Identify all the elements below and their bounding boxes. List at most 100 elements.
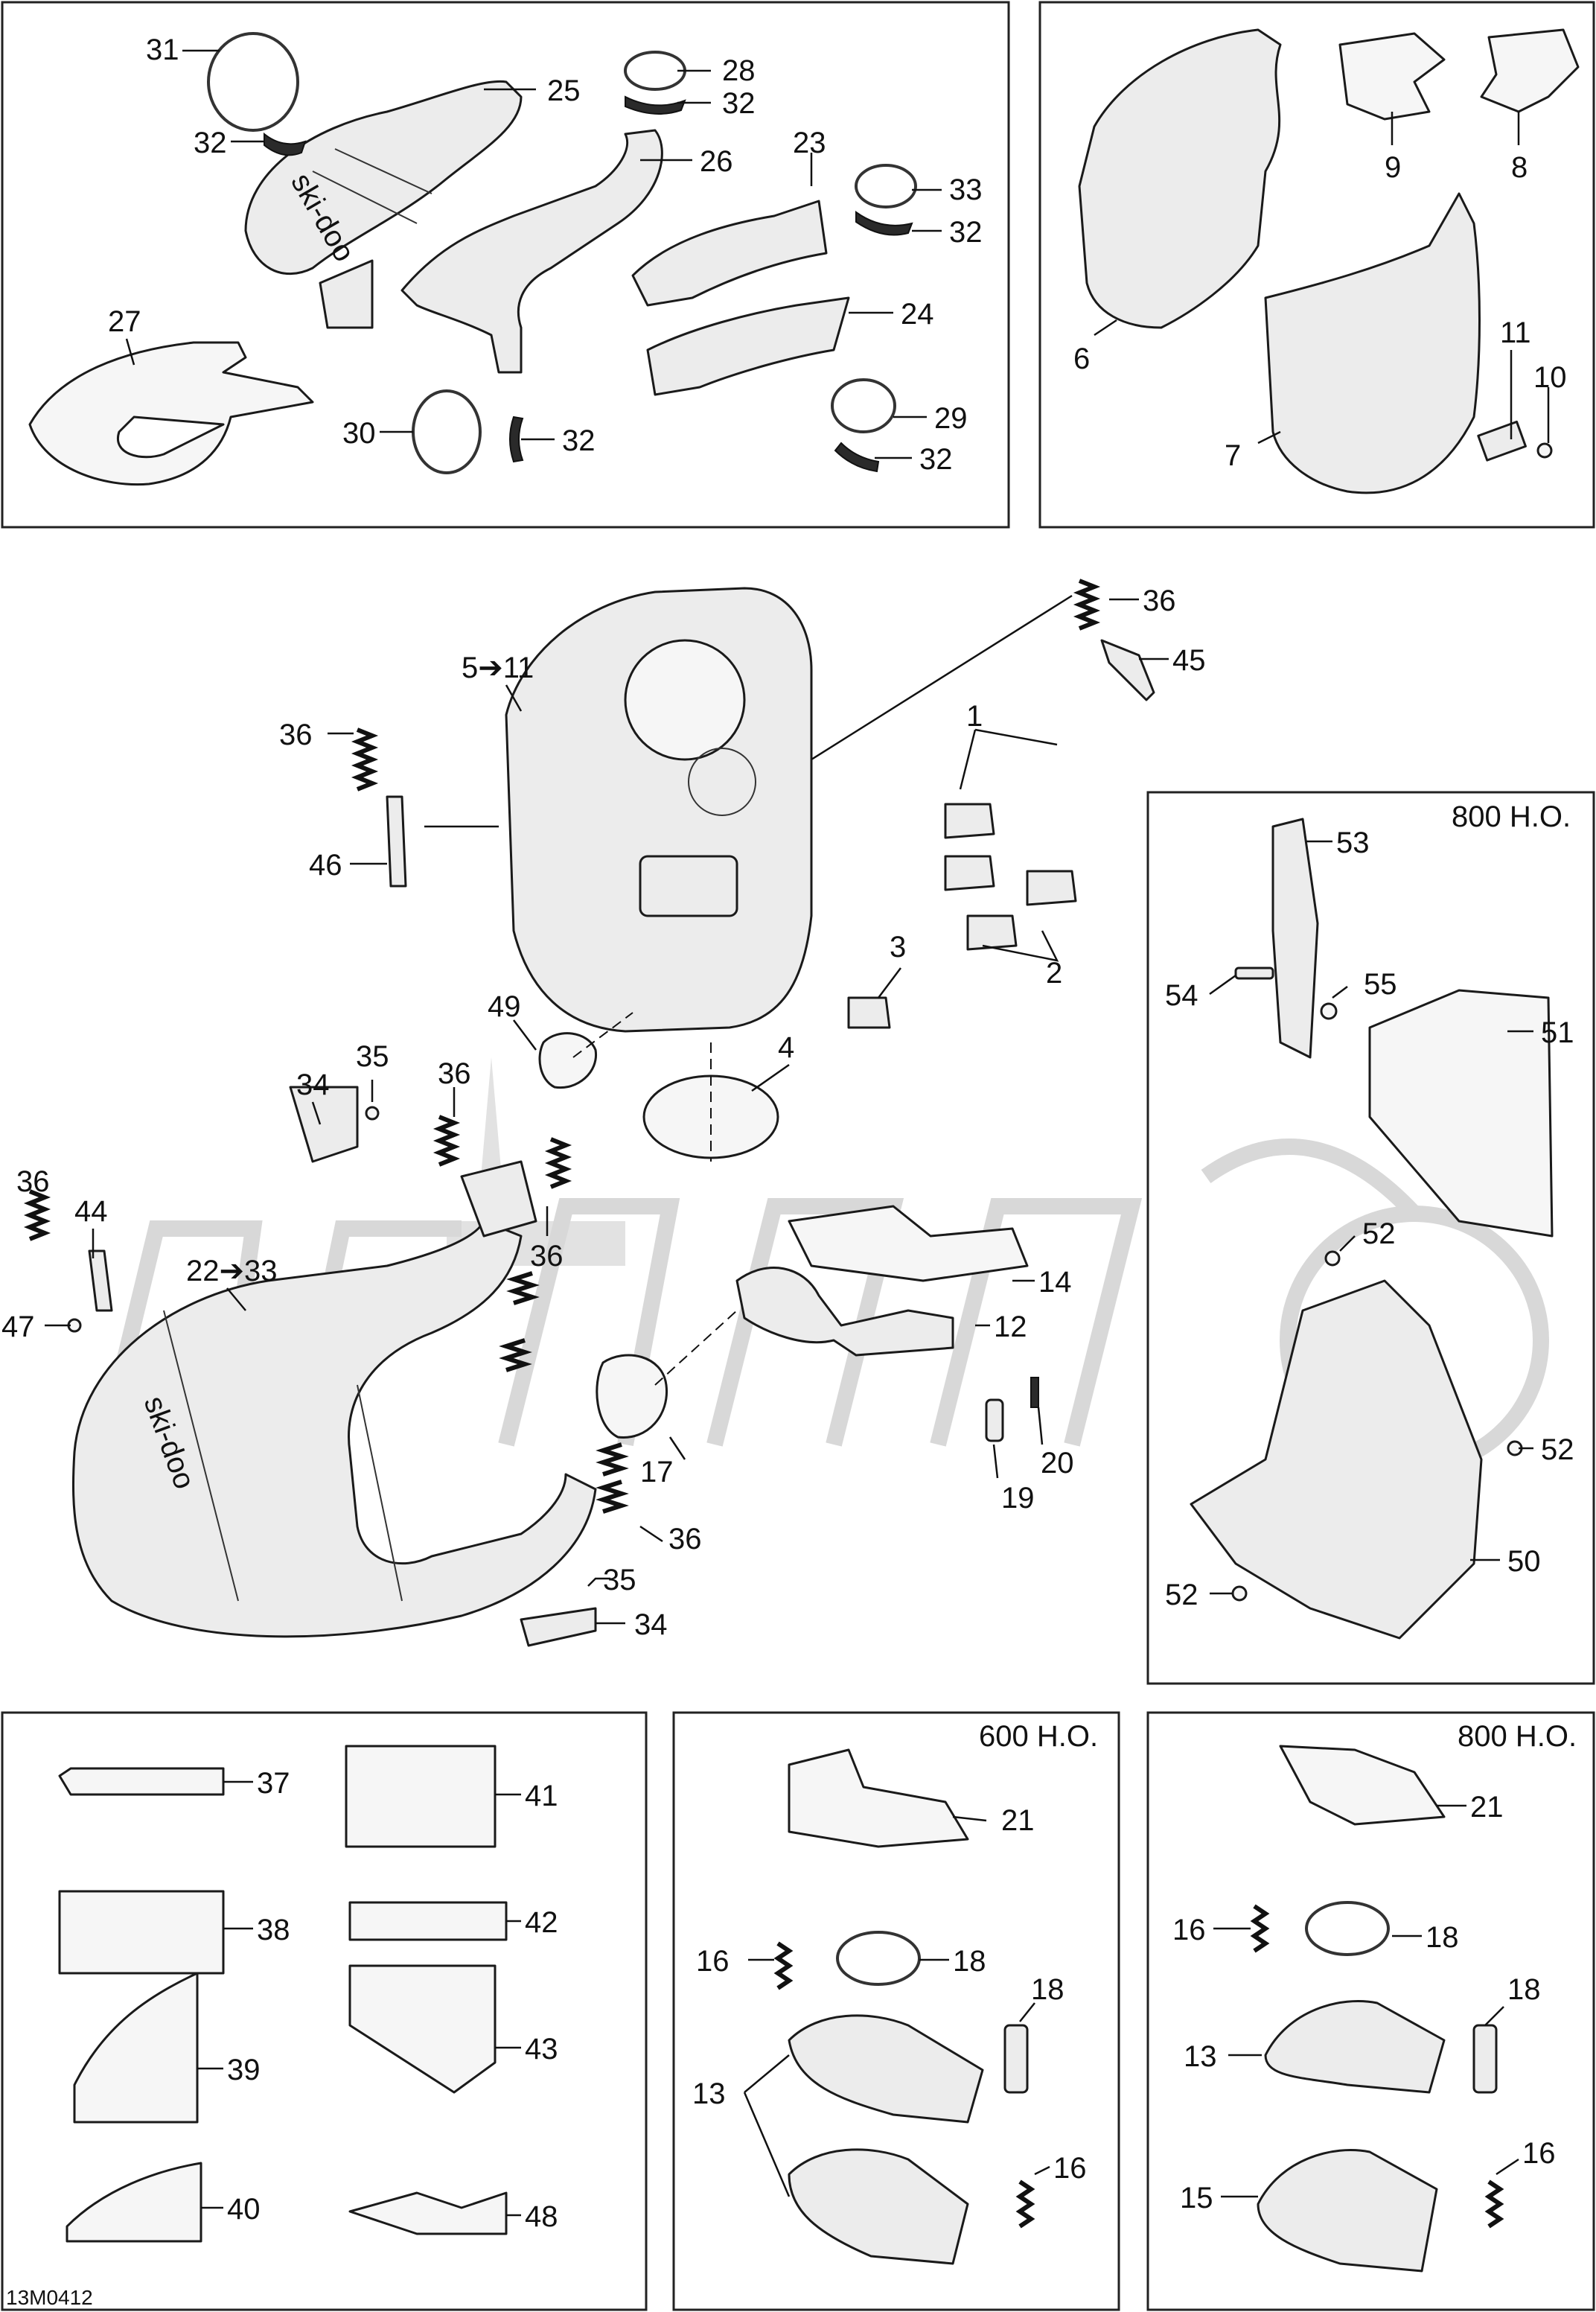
exhaust-manifold-12: [735, 1267, 954, 1357]
callout-29: 29: [934, 402, 968, 435]
callout-33: 33: [949, 173, 983, 206]
spring-36-low-a: [596, 1442, 629, 1477]
callout-3: 3: [890, 931, 906, 964]
assembly-line-muffler-gasket: [572, 1012, 633, 1058]
callout-1: 1: [966, 700, 983, 733]
assembly-line-manifold: [654, 1310, 738, 1386]
bracket-1a: [944, 803, 995, 839]
callout-24: 24: [901, 298, 934, 331]
callout-51: 51: [1541, 1016, 1574, 1049]
callout-38: 38: [257, 1914, 290, 1946]
clamp-ring-30: [412, 389, 482, 474]
callout-20: 20: [1041, 1447, 1074, 1480]
spring-32d: [509, 415, 524, 463]
manifold-gasket-14: [788, 1205, 1029, 1282]
connector-13-600ho-b: [788, 2148, 969, 2265]
panel-800ho-clamps: [1146, 1711, 1595, 2311]
clip-18-800ho: [1472, 2024, 1498, 2094]
callout-54: 54: [1165, 979, 1198, 1012]
spring-16-800ho-b: [1484, 2179, 1504, 2229]
spring-32e: [834, 442, 880, 473]
heat-shield-50: [1190, 1279, 1483, 1640]
callout-49: 49: [488, 990, 521, 1023]
callout-17: 17: [640, 1456, 674, 1488]
nut-52-lower: [1231, 1585, 1248, 1602]
decal-41: [345, 1745, 497, 1848]
tuned-pipe-22-to-33: ski-doo: [71, 1220, 597, 1638]
callout-18: 18: [1426, 1921, 1459, 1954]
figure-code: 13M0412: [6, 2286, 93, 2309]
callout-16: 16: [696, 1945, 730, 1978]
plate-11: [1477, 420, 1527, 462]
callout-23: 23: [793, 127, 826, 159]
callout-18: 18: [953, 1945, 986, 1978]
insulator-21-600ho: [788, 1748, 969, 1848]
clamp-ring-29: [831, 378, 896, 433]
callout-16: 16: [1172, 1914, 1206, 1946]
sealing-ring-17: [596, 1354, 668, 1439]
panel-800ho-shields: [1146, 791, 1595, 1685]
bracket-1b: [944, 855, 995, 891]
callout-36: 36: [438, 1057, 471, 1090]
nut-35-upper: [365, 1106, 380, 1121]
bracket-45: [1100, 639, 1155, 701]
callout-8: 8: [1511, 151, 1528, 184]
callout-40: 40: [227, 2193, 261, 2226]
muffler-shield-6: [1078, 28, 1282, 329]
spring-36-left: [351, 727, 379, 792]
callout-14: 14: [1038, 1266, 1072, 1299]
callout-13: 13: [1184, 2040, 1217, 2073]
spring-36-pipe-b: [544, 1137, 572, 1189]
pin-20: [1030, 1377, 1039, 1408]
spring-32c: [855, 211, 913, 236]
spring-32b: [625, 95, 686, 115]
callout-6: 6: [1073, 343, 1090, 375]
callout-43: 43: [525, 2033, 558, 2066]
panel-top-right: [1038, 1, 1595, 529]
panel-top-left: [1, 1, 1010, 529]
bracket-2b: [1026, 870, 1077, 906]
callout-39: 39: [227, 2054, 261, 2086]
spring-36-mid-a: [506, 1271, 540, 1305]
callout-25: 25: [547, 74, 581, 107]
pipe-inlet-section: [460, 1160, 537, 1238]
callout-9: 9: [1385, 151, 1401, 184]
spring-36-far-left: [23, 1189, 51, 1241]
panel-decals: [1, 1711, 648, 2311]
callout-18: 18: [1031, 1973, 1064, 2006]
decal-38: [58, 1890, 225, 1975]
callout-44: 44: [74, 1195, 108, 1228]
callout-32: 32: [919, 443, 953, 476]
callout-2: 2: [1046, 957, 1062, 990]
callout-41: 41: [525, 1780, 558, 1812]
clamp-ring-31: [207, 32, 299, 132]
bracket-34-upper: [289, 1086, 359, 1163]
bolt-54: [1234, 966, 1274, 980]
callout-45: 45: [1172, 644, 1206, 677]
arrow-spring-to-muffler: [811, 594, 1073, 761]
decal-42: [348, 1901, 508, 1941]
pipe-cover-section-24: [646, 296, 850, 396]
callout-11: 11: [1500, 316, 1531, 349]
callout-19: 19: [1001, 1482, 1035, 1515]
panel-600ho: [672, 1711, 1120, 2311]
callout-30: 30: [342, 417, 376, 450]
variant-label-800ho-bottom: 800 H.O.: [1458, 1720, 1577, 1753]
callout-52: 52: [1362, 1217, 1396, 1250]
callout-31: 31: [146, 34, 179, 66]
spring-36-top-right: [1073, 579, 1101, 631]
callout-46: 46: [309, 849, 342, 882]
insulator-21-800ho: [1279, 1745, 1446, 1826]
callout-21: 21: [1470, 1791, 1504, 1824]
callout-13: 13: [692, 2077, 726, 2110]
callout-32: 32: [949, 216, 983, 249]
bolt-10: [1536, 442, 1553, 459]
callout-16: 16: [1053, 2152, 1087, 2185]
nut-55: [1320, 1002, 1338, 1020]
connector-15-800ho: [1257, 2149, 1438, 2273]
heat-shield-53: [1271, 818, 1319, 1059]
callout-53: 53: [1336, 827, 1370, 859]
clamp-18-600ho: [836, 1931, 921, 1986]
clamp-ring-28: [624, 51, 686, 91]
tuned-pipe-cover-25: ski-doo: [244, 80, 523, 276]
